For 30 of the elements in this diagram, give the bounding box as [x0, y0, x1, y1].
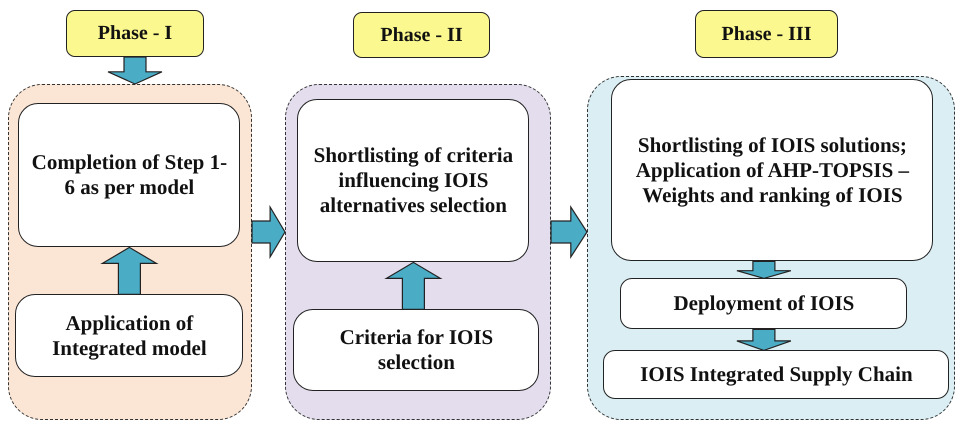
process-box	[603, 350, 950, 400]
block-arrow	[107, 56, 163, 85]
step-text: IOIS Integrated Supply Chain	[640, 362, 913, 388]
phase-title: Phase - I	[98, 22, 172, 45]
phase-panel	[587, 76, 955, 420]
block-arrow	[550, 204, 588, 260]
process-box	[297, 99, 530, 262]
block-arrow	[100, 246, 159, 295]
process-box	[293, 309, 540, 392]
block-arrow	[251, 204, 286, 260]
phase-title: Phase - II	[380, 24, 463, 46]
phase-label-box	[353, 12, 490, 58]
process-box	[611, 79, 934, 262]
phase-title: Phase - III	[721, 22, 812, 46]
phase-panel	[285, 84, 551, 420]
step-text: Completion of Step 1-6 as per model	[30, 150, 228, 201]
step-text: Deployment of IOIS	[673, 291, 854, 316]
block-arrow	[736, 260, 792, 280]
phase-label-box	[695, 10, 838, 58]
step-text: Shortlisting of IOIS solutions; Application of AHP-TOPSIS – Weights and ranking of IOIS	[634, 132, 910, 208]
process-box	[18, 103, 240, 248]
phase-panel	[8, 84, 252, 420]
step-text: Application of Integrated model	[51, 310, 208, 362]
block-arrow	[736, 328, 792, 352]
process-box	[15, 294, 244, 378]
block-arrow	[384, 262, 443, 310]
step-text: Shortlisting of criteria influencing IOIS alternatives selection	[312, 143, 514, 219]
phase-label-box	[66, 10, 204, 57]
step-text: Criteria for IOIS selection	[338, 325, 494, 376]
process-box	[620, 278, 908, 330]
